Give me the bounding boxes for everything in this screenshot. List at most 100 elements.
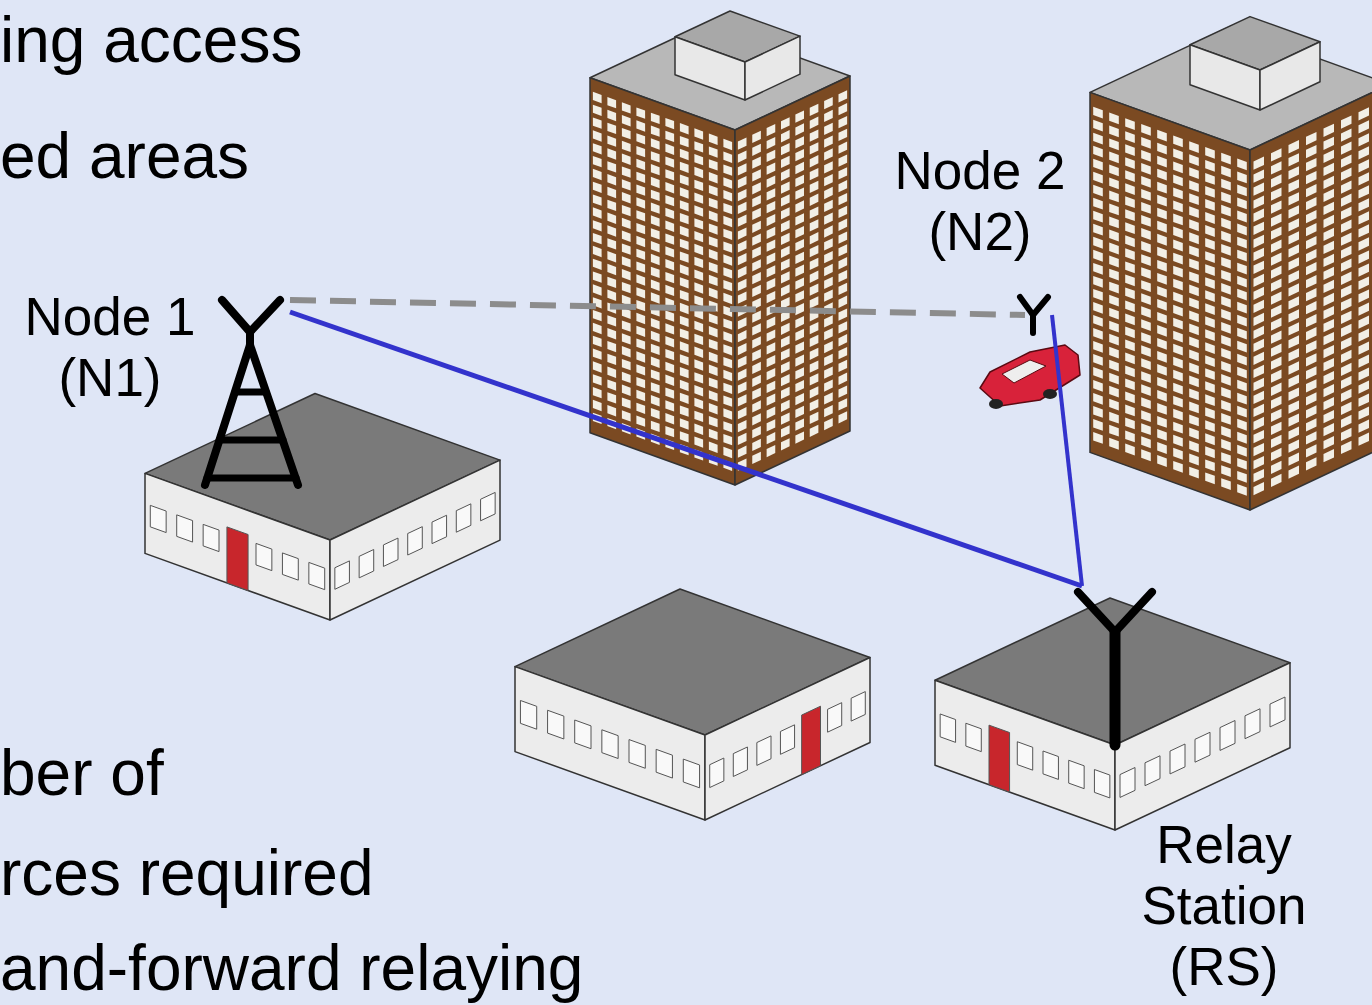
building-window	[723, 152, 732, 163]
building-window	[752, 156, 761, 168]
building-window	[824, 392, 833, 404]
building-window	[752, 439, 761, 451]
building-window	[795, 162, 804, 174]
building-window	[1205, 199, 1215, 211]
building-window	[651, 215, 660, 226]
building-window	[1254, 352, 1265, 365]
building-window	[1324, 254, 1335, 267]
building-window	[767, 227, 776, 239]
building-window	[1306, 405, 1317, 418]
building-window	[1254, 222, 1265, 235]
building-window	[1173, 135, 1183, 147]
building-window	[781, 348, 790, 360]
building-window	[150, 505, 166, 532]
building-window	[795, 290, 804, 302]
building-window	[1093, 120, 1103, 132]
building-window	[636, 146, 645, 157]
building-window	[1324, 124, 1335, 137]
building-window	[1141, 254, 1151, 266]
slide-text: ed areas	[0, 124, 249, 188]
building-window	[1289, 179, 1300, 192]
building-window	[1324, 137, 1335, 150]
building-window	[738, 369, 747, 381]
building-window	[622, 372, 631, 383]
building-window	[1341, 324, 1352, 337]
building-window	[767, 368, 776, 380]
building-window	[1141, 306, 1151, 318]
building-window	[680, 316, 689, 327]
building-wall	[1115, 663, 1290, 830]
building-window	[1125, 392, 1135, 404]
building-window	[1109, 399, 1119, 411]
building-window	[810, 348, 819, 360]
building-window	[1093, 185, 1103, 197]
building-window	[1271, 148, 1282, 161]
building-window	[1125, 418, 1135, 430]
building-window	[1289, 348, 1300, 361]
building-window	[810, 373, 819, 385]
building-window	[1141, 280, 1151, 292]
building-window	[839, 129, 848, 141]
building-window	[810, 168, 819, 180]
building-window	[1157, 442, 1167, 454]
node-label: Node 2 (N2)	[890, 140, 1070, 262]
building-window	[781, 246, 790, 258]
building-window	[1271, 357, 1282, 370]
building-window	[665, 233, 674, 244]
building-window	[607, 328, 616, 339]
building-window	[1341, 402, 1352, 415]
building-window	[593, 117, 602, 128]
building-window	[636, 236, 645, 247]
building-window	[767, 175, 776, 187]
building-window	[795, 111, 804, 123]
building-window	[1093, 315, 1103, 327]
building-window	[593, 387, 602, 398]
building-window	[1157, 286, 1167, 298]
building-window	[839, 154, 848, 166]
building-window	[795, 419, 804, 431]
building-window	[1173, 175, 1183, 187]
building-window	[1189, 180, 1199, 192]
building-window	[709, 352, 718, 363]
building-window	[1221, 244, 1231, 256]
building-window	[1093, 406, 1103, 418]
building-window	[1359, 355, 1370, 368]
building-window	[767, 265, 776, 277]
building-window	[636, 197, 645, 208]
building-window	[593, 156, 602, 167]
building-window	[680, 251, 689, 262]
building-window	[1289, 465, 1300, 478]
building-window	[1205, 225, 1215, 237]
building-window	[1359, 107, 1370, 120]
building-window	[680, 149, 689, 160]
building-window	[335, 561, 350, 589]
building-window	[723, 229, 732, 240]
building-window	[636, 313, 645, 324]
building-window	[723, 280, 732, 291]
building-window	[1237, 224, 1247, 236]
building-window	[1221, 426, 1231, 438]
building-window	[1189, 402, 1199, 414]
building-window	[1125, 222, 1135, 234]
building-window	[593, 130, 602, 141]
building-window	[680, 380, 689, 391]
building-window	[665, 349, 674, 360]
building-window	[1125, 170, 1135, 182]
building-window	[607, 315, 616, 326]
building-window	[767, 163, 776, 175]
building-window	[781, 130, 790, 142]
building-window	[1221, 335, 1231, 347]
building-window	[1237, 458, 1247, 470]
building-window	[1237, 263, 1247, 275]
building-window	[780, 725, 794, 754]
building-window	[1205, 316, 1215, 328]
building-window	[636, 274, 645, 285]
building-window	[1324, 306, 1335, 319]
building-window	[665, 387, 674, 398]
building-window	[1094, 770, 1109, 798]
building-window	[593, 310, 602, 321]
building-window	[1157, 390, 1167, 402]
building-window	[1289, 309, 1300, 322]
building-window	[839, 116, 848, 128]
building-window	[1271, 292, 1282, 305]
